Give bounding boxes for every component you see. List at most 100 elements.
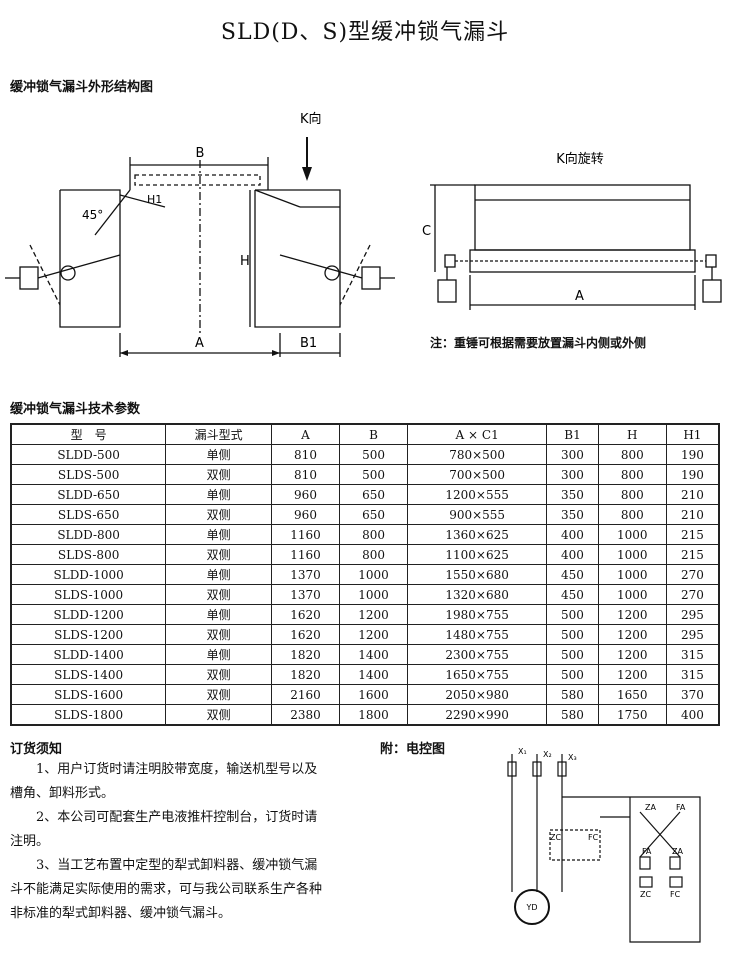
table-cell: 双侧 (165, 504, 272, 525)
table-cell: 190 (665, 444, 720, 465)
label-x1: X₁ (518, 747, 527, 756)
table-cell: 双侧 (165, 684, 272, 705)
label-k-direction: K向 (300, 111, 322, 127)
table-cell: 315 (665, 644, 720, 665)
col-header: B (339, 423, 409, 445)
table-cell: 580 (546, 684, 599, 705)
table-cell: 1620 (270, 604, 341, 625)
table-cell: 1160 (270, 544, 341, 565)
table-cell: 500 (339, 464, 409, 485)
table-cell: 双侧 (165, 464, 272, 485)
table-cell: 370 (665, 684, 720, 705)
table-cell: 350 (546, 504, 599, 525)
order-item: 3、当工艺布置中定型的犁式卸料器、缓冲锁气漏斗不能满足实际使用的需求，可与我公司… (10, 858, 323, 921)
table-cell: SLDS-1200 (10, 624, 167, 645)
label-x2: X₂ (543, 750, 552, 759)
table-cell: 1200 (597, 644, 667, 665)
table-cell: 1400 (339, 664, 409, 685)
table-cell: 1400 (339, 644, 409, 665)
table-cell: 1000 (597, 544, 667, 565)
label-motor: YD (525, 903, 537, 912)
table-cell: 800 (597, 444, 667, 465)
label-k-rotate: K向旋转 (556, 151, 604, 167)
table-cell: 2050×980 (407, 684, 548, 705)
table-cell: 单侧 (165, 444, 272, 465)
table-cell: 400 (665, 704, 720, 726)
label-h1: H1 (147, 193, 162, 206)
table-cell: 500 (546, 664, 599, 685)
table-cell: SLDD-1000 (10, 564, 167, 585)
table-cell: 900×555 (407, 504, 548, 525)
table-cell: 500 (546, 604, 599, 625)
table-cell: 1160 (270, 524, 341, 545)
table-cell: 1820 (270, 664, 341, 685)
table-cell: 双侧 (165, 584, 272, 605)
table-cell: 1200 (597, 604, 667, 625)
table-cell: 450 (546, 564, 599, 585)
col-header: A (270, 423, 341, 445)
label-angle: 45° (82, 208, 103, 222)
table-cell: 1820 (270, 644, 341, 665)
table-cell: 400 (546, 544, 599, 565)
label-fa: FA (676, 803, 686, 812)
table-cell: 500 (546, 624, 599, 645)
table-cell: 单侧 (165, 644, 272, 665)
k-view-drawing: K向旋转 C A (422, 151, 722, 310)
label-c: C (422, 224, 431, 239)
table-cell: 1200 (339, 604, 409, 625)
table-cell: 1480×755 (407, 624, 548, 645)
table-cell: 190 (665, 464, 720, 485)
label-b1: B1 (300, 336, 317, 351)
order-heading: 订货须知 (10, 742, 63, 757)
table-cell: 1000 (339, 564, 409, 585)
table-cell: 1370 (270, 584, 341, 605)
table-cell: 300 (546, 464, 599, 485)
table-cell: 960 (270, 484, 341, 505)
table-cell: 1620 (270, 624, 341, 645)
table-cell: 1200×555 (407, 484, 548, 505)
table-cell: 300 (546, 444, 599, 465)
table-cell: SLDD-1200 (10, 604, 167, 625)
table-cell: SLDS-800 (10, 544, 167, 565)
table-cell: 1650 (597, 684, 667, 705)
table-cell: 1600 (339, 684, 409, 705)
table-cell: 700×500 (407, 464, 548, 485)
table-cell: SLDD-500 (10, 444, 167, 465)
table-cell: 800 (597, 484, 667, 505)
label-za2: ZA (672, 847, 683, 856)
table-heading: 缓冲锁气漏斗技术参数 (10, 402, 141, 417)
table-cell: 500 (339, 444, 409, 465)
table-cell: 1100×625 (407, 544, 548, 565)
table-cell: 1360×625 (407, 524, 548, 545)
table-cell: 450 (546, 584, 599, 605)
label-x3: X₃ (568, 753, 577, 762)
table-cell: SLDS-500 (10, 464, 167, 485)
weight-note: 注：重锤可根据需要放置漏斗内侧或外侧 (430, 336, 647, 350)
table-cell: 单侧 (165, 524, 272, 545)
order-item: 2、本公司可配套生产电液推杆控制台，订货时请注明。 (10, 810, 318, 849)
table-cell: 270 (665, 584, 720, 605)
table-cell: 800 (597, 504, 667, 525)
table-cell: SLDS-1800 (10, 704, 167, 726)
table-cell: 双侧 (165, 624, 272, 645)
table-cell: 双侧 (165, 664, 272, 685)
table-cell: 960 (270, 504, 341, 525)
table-cell: SLDS-1600 (10, 684, 167, 705)
label-a: A (195, 336, 204, 351)
table-cell: 780×500 (407, 444, 548, 465)
table-cell: 1370 (270, 564, 341, 585)
table-cell: SLDD-800 (10, 524, 167, 545)
col-header: 漏斗型式 (165, 423, 272, 445)
table-cell: 2160 (270, 684, 341, 705)
table-cell: 1000 (597, 564, 667, 585)
table-cell: 1200 (339, 624, 409, 645)
